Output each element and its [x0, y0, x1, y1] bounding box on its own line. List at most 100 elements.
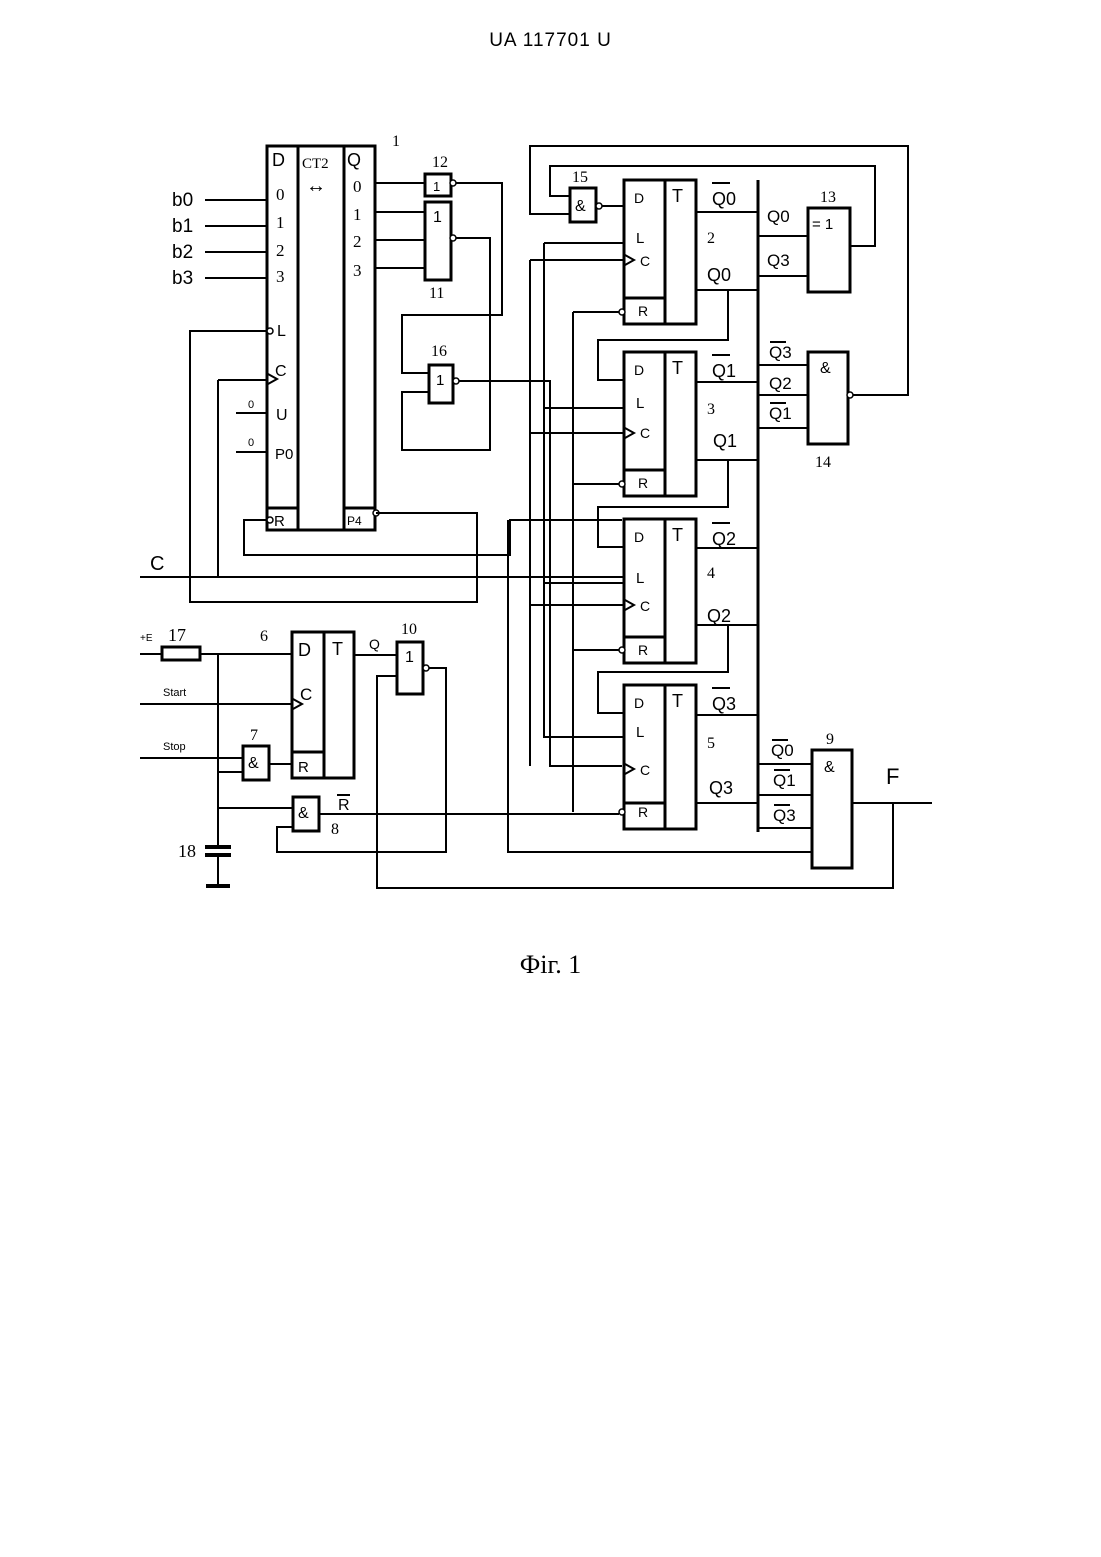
u-zero-label: 0: [248, 399, 254, 411]
clock-input-label: C: [150, 553, 164, 575]
counter-l-pin: L: [277, 323, 286, 340]
svg-text:L: L: [636, 395, 644, 412]
counter-q3: 3: [353, 261, 362, 280]
gate-11: 1 11: [425, 202, 456, 302]
svg-text:T: T: [672, 358, 683, 378]
svg-text:D: D: [298, 640, 311, 660]
svg-text:T: T: [672, 691, 683, 711]
input-b2: b2: [172, 242, 193, 263]
trigger-5-id: 5: [707, 735, 715, 752]
trigger-5-qbar: Q3: [712, 694, 736, 714]
trigger-4-id: 4: [707, 565, 715, 582]
trigger-2-id: 2: [707, 230, 715, 247]
svg-text:L: L: [636, 724, 644, 741]
figure-caption: Фіг. 1: [0, 950, 1101, 980]
svg-text:&: &: [575, 198, 586, 215]
counter-q1: 1: [353, 205, 362, 224]
trigger-5-q: Q3: [709, 778, 733, 798]
counter-c-pin: C: [275, 363, 287, 380]
svg-text:R: R: [638, 804, 648, 820]
gate-14: & 14: [808, 352, 853, 471]
gate-13: = 1 13: [808, 189, 850, 292]
counter-d0: 0: [276, 185, 285, 204]
svg-text:C: C: [640, 762, 650, 778]
trigger-3-id: 3: [707, 401, 715, 418]
counter-q0: 0: [353, 177, 362, 196]
svg-text:R: R: [638, 475, 648, 491]
gate-9: & 9: [812, 731, 852, 868]
trigger-3: D T L C R Q1 3 Q1: [619, 352, 737, 496]
counter-id: 1: [392, 133, 400, 150]
capacitor-18: [205, 847, 231, 886]
input-b3: b3: [172, 268, 193, 289]
gate-16: 1 16: [429, 343, 459, 403]
gate-15: & 15: [570, 169, 602, 222]
gate-7: & 7: [243, 727, 269, 780]
trigger-2-qbar: Q0: [712, 189, 736, 209]
svg-text:R: R: [638, 303, 648, 319]
gate-14-in-q3: Q3: [769, 343, 792, 362]
counter-p4-pin: P4: [347, 514, 362, 528]
counter-q-label: Q: [347, 150, 361, 170]
gate-8-out: R: [338, 797, 350, 814]
svg-text:C: C: [300, 685, 312, 704]
gate-14-in-q1: Q1: [769, 404, 792, 423]
svg-text:&: &: [820, 360, 831, 377]
trigger-4-qbar: Q2: [712, 529, 736, 549]
counter-d1: 1: [276, 213, 285, 232]
gate-9-id: 9: [826, 731, 834, 748]
counter-d-label: D: [272, 150, 285, 170]
trigger-4-q: Q2: [707, 606, 731, 626]
counter-d2: 2: [276, 241, 285, 260]
svg-text:= 1: = 1: [812, 216, 833, 233]
gate-10: 1 10: [397, 621, 429, 694]
svg-text:T: T: [672, 525, 683, 545]
gate-14-in-q2: Q2: [769, 374, 792, 393]
trigger-3-q: Q1: [713, 431, 737, 451]
counter-u-pin: U: [276, 407, 288, 424]
trigger-2-q: Q0: [707, 265, 731, 285]
trigger-4: D T L C R Q2 4 Q2: [619, 519, 736, 663]
gate-16-id: 16: [431, 343, 447, 360]
svg-text:&: &: [824, 759, 835, 776]
svg-text:&: &: [298, 805, 309, 822]
svg-text:R: R: [638, 642, 648, 658]
gate-13-in-q3: Q3: [767, 251, 790, 270]
resistor-id: 17: [168, 625, 186, 645]
gate-13-id: 13: [820, 189, 836, 206]
svg-text:T: T: [332, 639, 343, 659]
output-f: F: [886, 764, 899, 789]
counter-ct-label: CT2: [302, 156, 329, 172]
inputs-b: b0 b1 b2 b3: [172, 190, 267, 289]
counter-q2: 2: [353, 232, 362, 251]
svg-text:D: D: [634, 190, 644, 206]
stop-label: Stop: [163, 741, 186, 753]
gate-12: 1 12: [425, 154, 456, 196]
svg-text:D: D: [634, 529, 644, 545]
capacitor-id: 18: [178, 841, 196, 861]
trigger-2: D T L C R Q0 2 Q0: [619, 180, 736, 324]
p0-zero-label: 0: [248, 437, 254, 449]
counter-p0-pin: P0: [275, 446, 293, 463]
gate-8-id: 8: [331, 821, 339, 838]
svg-text:C: C: [640, 253, 650, 269]
svg-text:C: C: [640, 598, 650, 614]
gate-10-id: 10: [401, 621, 417, 638]
gate-13-in-q0: Q0: [767, 207, 790, 226]
gate-14-id: 14: [815, 454, 831, 471]
gate-9-in-q3: Q3: [773, 806, 796, 825]
gate-9-in-q1: Q1: [773, 771, 796, 790]
counter-r-pin: R: [274, 513, 285, 530]
svg-text:D: D: [634, 695, 644, 711]
svg-text:R: R: [298, 759, 309, 776]
counter-arrow-icon: ↔: [306, 175, 326, 197]
svg-text:L: L: [636, 230, 644, 247]
input-b0: b0: [172, 190, 193, 211]
svg-text:T: T: [672, 186, 683, 206]
trigger-3-qbar: Q1: [712, 361, 736, 381]
input-b1: b1: [172, 216, 193, 237]
svg-text:&: &: [248, 755, 259, 772]
trigger-5: D T L C R Q3 5 Q3: [619, 685, 736, 829]
